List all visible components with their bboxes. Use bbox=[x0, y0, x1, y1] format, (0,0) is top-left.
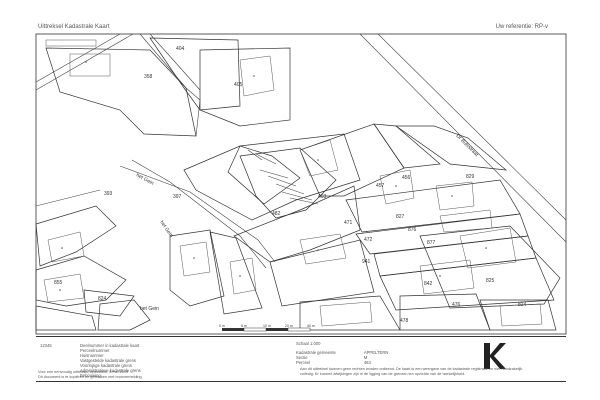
info-label: Sectie bbox=[296, 355, 308, 360]
info-value: 463 bbox=[363, 360, 371, 365]
legend-item: Vastgestelde kadastrale grens bbox=[80, 358, 137, 363]
scale-tick-label: 40 m bbox=[307, 324, 315, 328]
parcel-number: 472 bbox=[364, 237, 373, 243]
parcel-number: 941 bbox=[362, 259, 371, 265]
parcel-number: 877 bbox=[427, 240, 436, 246]
parcel-number: 855 bbox=[54, 280, 63, 286]
parcel-number: 829 bbox=[466, 174, 475, 180]
parcel-number: 456 bbox=[402, 175, 411, 181]
legend-item: Bebouwing bbox=[80, 373, 101, 378]
parcel-number: 463 bbox=[318, 194, 327, 200]
parcel-number: 457 bbox=[376, 183, 385, 189]
scale-tick-label: 10 m bbox=[263, 324, 271, 328]
map-frame bbox=[35, 33, 567, 335]
parcel-number: 478 bbox=[400, 318, 409, 324]
parcel-number: 825 bbox=[486, 278, 495, 284]
parcel-number: 824 bbox=[518, 302, 527, 308]
scale-tick-label: 5 m bbox=[241, 324, 247, 328]
legend-item: Administratieve kadastrale grens bbox=[80, 368, 141, 373]
parcel-number: 876 bbox=[408, 227, 417, 233]
info-value: M bbox=[363, 355, 368, 360]
legend-codes: 12345 bbox=[40, 343, 100, 348]
info-value: APPELTERN bbox=[363, 350, 389, 355]
road-edges bbox=[35, 33, 567, 269]
top-label-box bbox=[45, 39, 97, 47]
scale-label: Schaal 1:000 bbox=[296, 341, 321, 346]
parcel-number: 482 bbox=[272, 211, 281, 217]
parcel-number: 393 bbox=[104, 191, 113, 197]
parcel-number: 471 bbox=[344, 220, 353, 226]
scale-and-parcel-info: Schaal 1:000 Kadastrale gemeente Sectie … bbox=[296, 341, 496, 365]
info-label: Kadastrale gemeente bbox=[296, 350, 336, 355]
reference-label: Uw referentie: RP-v bbox=[495, 24, 548, 30]
scale-tick-label: 20 m bbox=[285, 324, 293, 328]
legend-item: Voorlopige kadastrale grens bbox=[80, 363, 132, 368]
parcel-boundaries bbox=[35, 37, 561, 331]
parcel-number: 824 bbox=[98, 296, 107, 302]
scale-bar bbox=[222, 327, 311, 332]
parcel-number: 827 bbox=[396, 214, 405, 220]
parcel-number: 842 bbox=[424, 281, 433, 287]
parcel-number: 358 bbox=[144, 74, 153, 80]
street-name: het Gein bbox=[135, 172, 155, 186]
parcel-number: 404 bbox=[176, 46, 185, 52]
house-number-dots bbox=[59, 61, 487, 291]
kadaster-logo-icon bbox=[484, 343, 506, 369]
document-title: Uittreksel Kadastrale Kaart bbox=[38, 24, 110, 30]
street-name: het Gein bbox=[140, 306, 159, 312]
street-name: het Gein bbox=[158, 220, 174, 239]
footer-line-2: Dit document is te kopiëren en gebruiken… bbox=[38, 375, 142, 379]
notice-text: Aan dit uittreksel kunnen geen rechten w… bbox=[300, 367, 523, 371]
legend-item: Deelnummer in kadastrale kaart bbox=[80, 343, 140, 348]
notice-text-2: volledig. Er kunnen afwijkingen zijn in … bbox=[300, 372, 466, 376]
building-outlines bbox=[43, 53, 543, 327]
parcel-number: 476 bbox=[452, 302, 461, 308]
scale-tick-label: 0 m bbox=[219, 324, 225, 328]
street-name: Dr Bulsstraat bbox=[455, 133, 480, 158]
parcel-number: 397 bbox=[173, 194, 182, 200]
legend-code: 12345 bbox=[40, 343, 52, 348]
footer-line-1: Voor een eenvoudig uittreksel, Apeldoorn… bbox=[38, 370, 129, 374]
hatched-parcels bbox=[247, 149, 319, 205]
legend-panel: 12345 Deelnummer in kadastrale kaart Per… bbox=[36, 336, 566, 382]
info-label: Perceel bbox=[296, 360, 311, 365]
legend-items: Deelnummer in kadastrale kaart Perceelnu… bbox=[80, 343, 250, 378]
parcel-number: 405 bbox=[234, 82, 243, 88]
parcel-numbers: 404 405 358 393 397 482 463 457 456 829 … bbox=[54, 46, 527, 324]
legend-item: Perceelnummer bbox=[80, 348, 110, 353]
legend-item: Huisnummer bbox=[80, 353, 104, 358]
